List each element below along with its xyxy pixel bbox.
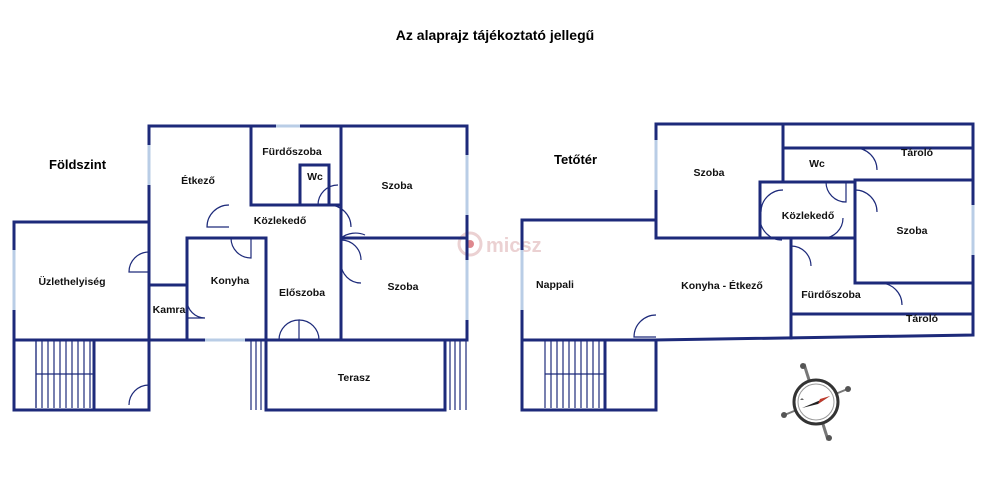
compass-icon: [781, 363, 851, 441]
stairs-ground: [35, 338, 96, 410]
attic-room-konyha-etkezo: Konyha - Étkező: [681, 279, 763, 292]
room-kozlekedo: Közlekedő: [254, 215, 307, 227]
room-kamra: Kamra: [153, 304, 186, 316]
room-uzlethelyiseg: Üzlethelyiség: [38, 275, 105, 288]
room-szoba-1: Szoba: [382, 180, 413, 192]
ground-floor-plan: Étkező Fürdőszoba Wc Szoba Közlekedő Szo…: [12, 124, 469, 412]
room-szoba-2: Szoba: [388, 281, 419, 293]
room-wc: Wc: [307, 171, 323, 183]
attic-room-tarolo-1: Tároló: [901, 147, 933, 159]
stairs-attic: [544, 338, 607, 410]
watermark-text: micsz: [486, 235, 542, 257]
attic-label: Tetőtér: [554, 152, 598, 167]
room-etkezo: Étkező: [181, 174, 215, 187]
attic-plan: Szoba Wc Tároló Közlekedő Szoba Nappali …: [520, 122, 975, 412]
attic-room-kozlekedo: Közlekedő: [782, 210, 835, 222]
attic-room-nappali: Nappali: [536, 279, 574, 291]
room-terasz: Terasz: [338, 372, 371, 384]
watermark: micsz: [457, 231, 542, 257]
attic-room-tarolo-2: Tároló: [906, 313, 938, 325]
room-furdoszoba: Fürdőszoba: [262, 146, 322, 158]
ground-floor-label: Földszint: [49, 157, 107, 172]
attic-room-szoba-1: Szoba: [694, 167, 725, 179]
room-konyha: Konyha: [211, 275, 250, 287]
attic-room-szoba-2: Szoba: [897, 225, 928, 237]
page-title: Az alaprajz tájékoztató jellegű: [395, 27, 595, 43]
attic-room-wc: Wc: [809, 158, 825, 170]
attic-room-furdoszoba: Fürdőszoba: [801, 289, 861, 301]
room-eloszoba: Előszoba: [279, 287, 325, 299]
